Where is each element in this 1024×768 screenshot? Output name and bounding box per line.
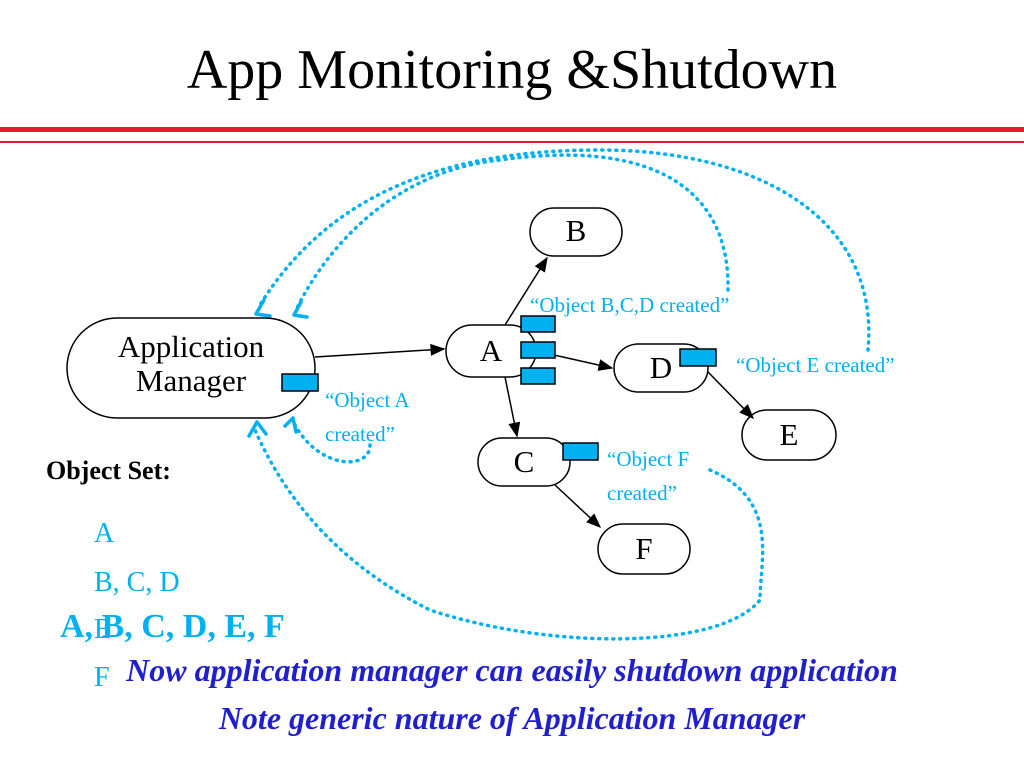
app-manager-line-2: Manager (135, 363, 247, 399)
object-set-heading: Object Set: (46, 456, 171, 485)
arrowhead-e (254, 298, 272, 318)
callout-object-e: “Object E created” (736, 353, 895, 377)
node-d-label: D (649, 350, 673, 385)
port-c (562, 442, 599, 461)
node-b-label: B (565, 213, 587, 248)
arrowhead-bcd (292, 300, 309, 319)
footer-line-1: Now application manager can easily shutd… (126, 652, 898, 688)
title-rule-thin (0, 141, 1024, 143)
callout-object-bcd: “Object B,C,D created” (530, 293, 730, 317)
node-f-shape (597, 523, 691, 575)
node-a-label: A (479, 333, 503, 368)
node-b-shape (529, 207, 623, 257)
callout-object-f: “Object F created” (607, 443, 689, 510)
app-manager-line-1: Application (117, 329, 265, 364)
notify-arc-a (293, 423, 372, 464)
node-f-label: F (635, 531, 653, 566)
port-d (679, 348, 717, 367)
notify-arc-bcd (294, 153, 730, 312)
object-set-item: F (94, 662, 110, 693)
node-c-label: C (513, 444, 535, 479)
edge-a-b (504, 256, 548, 326)
node-app-manager-label: Application Manager (67, 329, 315, 399)
callout-object-a: “Object A created” (325, 384, 410, 451)
port-a-1 (520, 315, 556, 333)
port-a-3 (520, 367, 556, 385)
object-set-item: B, C, D (94, 567, 180, 598)
object-set-item: A (94, 518, 115, 549)
edge-d-e (707, 371, 755, 420)
object-set-combined: A, B, C, D, E, F (60, 608, 285, 645)
node-e-label: E (779, 417, 799, 452)
edge-a-c (504, 376, 521, 438)
callout-object-a-line-2: created” (325, 421, 395, 446)
arrowhead-f (247, 420, 268, 438)
object-set-item: E (94, 614, 112, 645)
arrowhead-a (283, 416, 298, 434)
callout-object-f-line-1: “Object F (607, 447, 690, 471)
edge-manager-a (314, 343, 446, 358)
title-rule-thick (0, 127, 1024, 132)
notify-arc-f (253, 428, 765, 641)
port-manager (281, 373, 319, 392)
port-a-2 (520, 341, 556, 359)
footer-line-2: Note generic nature of Application Manag… (218, 700, 806, 736)
node-app-manager-shape (66, 317, 316, 419)
edge-c-f (554, 484, 602, 529)
node-e-shape (741, 409, 837, 461)
callout-object-a-line-1: “Object A (325, 388, 410, 412)
notify-arc-e (256, 148, 871, 352)
slide-title: App Monitoring &Shutdown (186, 39, 838, 101)
callout-object-f-line-2: created” (607, 480, 677, 505)
node-c-shape (477, 437, 571, 487)
